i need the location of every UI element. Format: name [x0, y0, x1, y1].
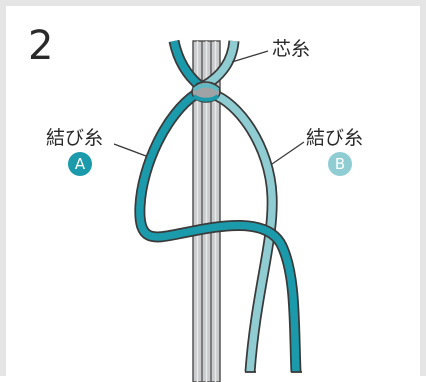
leader-core-thread [231, 50, 269, 63]
leader-thread-a [113, 143, 147, 157]
badge-a: A [68, 152, 92, 176]
leader-thread-b [271, 141, 305, 165]
step-number: 2 [28, 23, 54, 69]
tying-thread-a-label: 結び糸 [46, 127, 104, 149]
core-thread-label: 芯糸 [272, 38, 311, 60]
tying-thread-a [134, 39, 302, 373]
knot [191, 81, 221, 103]
badge-b: B [328, 152, 352, 176]
knot-diagram [113, 39, 305, 382]
tying-thread-b-label: 結び糸 [306, 127, 364, 149]
leader-lines [113, 50, 305, 165]
